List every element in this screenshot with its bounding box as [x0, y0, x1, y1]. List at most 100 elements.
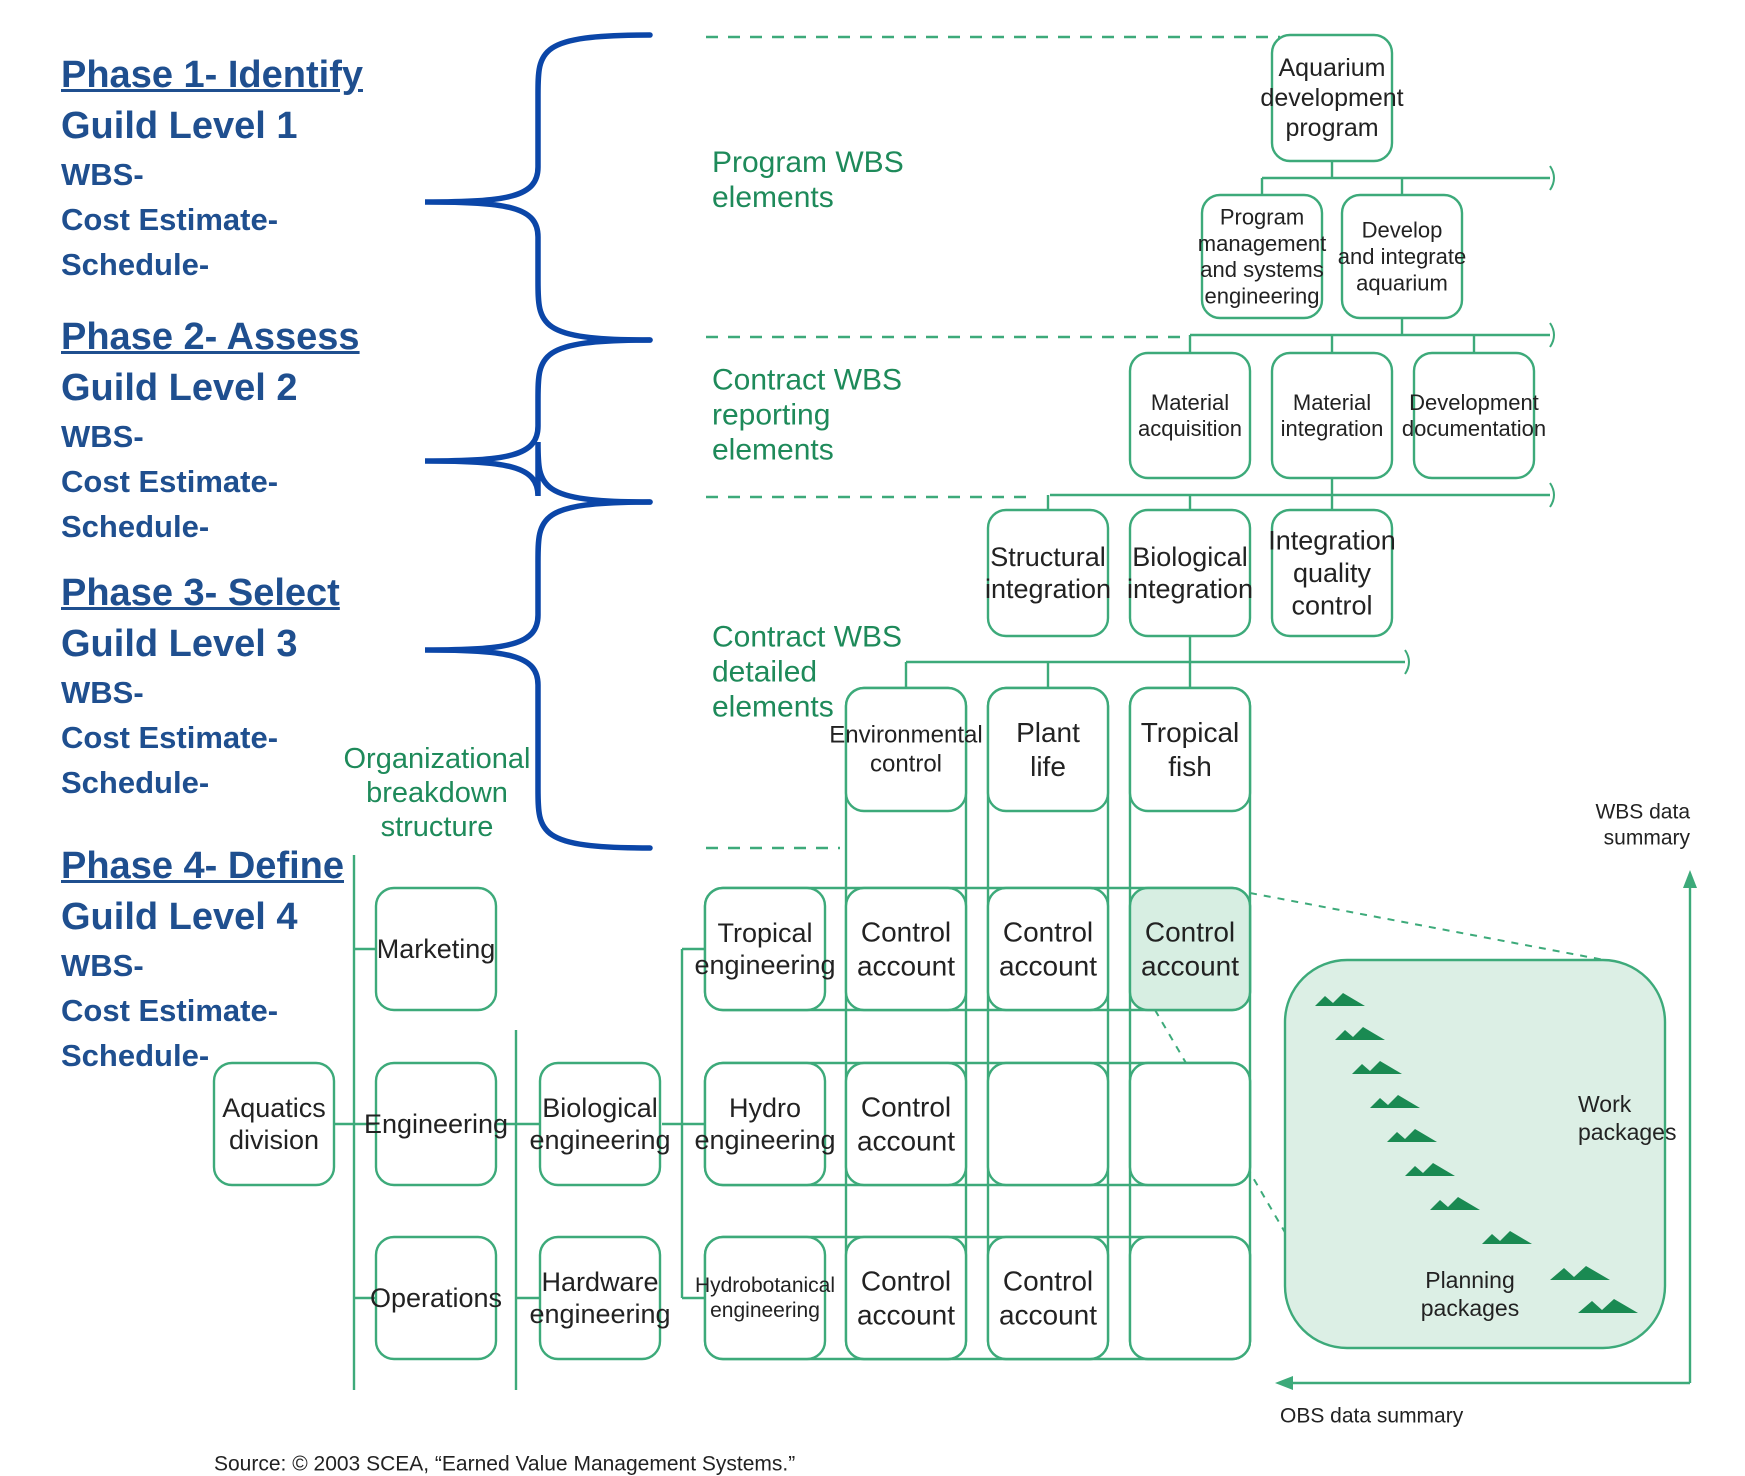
control-account-cell: [986, 1235, 1110, 1361]
obs-label-line: Organizational: [344, 743, 531, 775]
control-account-cell: [986, 1061, 1110, 1187]
phase-2-brace: [424, 337, 653, 505]
obs-summary-arrowhead: [1275, 1376, 1293, 1390]
work-packages-label-line: packages: [1578, 1119, 1676, 1145]
obs-level3-box: [703, 1235, 827, 1361]
source-citation-line: Source: © 2003 SCEA, “Earned Value Manag…: [214, 1453, 795, 1476]
obs-level3-box: [703, 886, 827, 1012]
obs-level1-box-label-line: Marketing: [377, 934, 496, 964]
contract-reporting-label-line: Contract WBS: [712, 364, 902, 397]
wbs-level4-box: [844, 686, 968, 813]
work-package-mark: [1387, 1129, 1437, 1142]
source-citation: Source: © 2003 SCEA, “Earned Value Manag…: [214, 1453, 795, 1476]
control-account-cell-label-line: account: [857, 950, 955, 981]
obs-level1-box-label-line: Engineering: [364, 1109, 508, 1139]
phase-2-schedule: Schedule-: [61, 509, 210, 544]
phase-2-wbs: WBS-: [61, 419, 144, 454]
work-packages-label-line: Work: [1578, 1091, 1632, 1117]
control-account-cell-label-line: account: [857, 1125, 955, 1156]
phase-4-block: Phase 4- Define Guild Level 4 WBS- Cost …: [61, 841, 344, 1078]
work-package-mark: [1352, 1061, 1402, 1074]
obs-level3-box-label-line: engineering: [710, 1299, 820, 1322]
obs-level2-box-label-line: engineering: [529, 1299, 670, 1329]
obs-label-line: structure: [381, 811, 494, 843]
zoom-line-top: [1249, 892, 1616, 963]
control-account-cell: [844, 1235, 968, 1361]
break-mark: [1404, 649, 1410, 675]
obs-level1-box: [374, 886, 498, 1012]
wbs-level1-box-label-line: and integrate: [1338, 244, 1466, 269]
obs-level1-box: [374, 1235, 498, 1361]
wbs-level4-box: [986, 686, 1110, 813]
wbs-level3-box-label-line: Integration: [1268, 526, 1396, 556]
wbs-level4-box-label-line: life: [1030, 751, 1066, 782]
wbs-level1-box-label-line: engineering: [1205, 284, 1320, 309]
wbs-level3-box-label-line: quality: [1293, 558, 1372, 588]
wbs-level1-box-label-line: Program: [1220, 204, 1304, 229]
contract-reporting-label-line: reporting: [712, 399, 830, 432]
phase-4-wbs: WBS-: [61, 948, 144, 983]
phase-3-guild: Guild Level 3: [61, 623, 298, 665]
obs-level3-box-label-line: engineering: [694, 950, 835, 980]
wbs-level4-box-label-line: fish: [1168, 751, 1212, 782]
phase-3-block: Phase 3- Select Guild Level 3 WBS- Cost …: [61, 568, 340, 805]
obs-root-box-label-line: Aquatics: [222, 1093, 326, 1123]
wbs-root-box: [1270, 33, 1394, 163]
program-wbs-label-line: Program WBS: [712, 146, 904, 179]
phase-3-wbs: WBS-: [61, 675, 144, 710]
phase-1-schedule: Schedule-: [61, 247, 210, 282]
wbs-level3-box-label-line: Biological: [1132, 542, 1248, 572]
wbs-root-box-label-line: Aquarium: [1279, 54, 1386, 82]
obs-level3-box-label-line: Hydro: [729, 1093, 801, 1123]
obs-root-box-label-line: division: [229, 1125, 319, 1155]
phase-3-brace: [424, 499, 653, 851]
control-account-highlight: [1128, 886, 1252, 1012]
phase-3-cost: Cost Estimate-: [61, 720, 279, 755]
wbs-level2-box: [1270, 351, 1394, 480]
wbs-level2-box-label-line: Development: [1409, 390, 1539, 415]
wbs-level1-box-label-line: Develop: [1362, 218, 1443, 243]
obs-level3-box-label-line: engineering: [694, 1125, 835, 1155]
wbs-level3-box-label-line: Structural: [990, 542, 1106, 572]
wbs-level4-box-label-line: Environmental: [829, 722, 982, 749]
obs-level3-box: [703, 1061, 827, 1187]
control-account-cell: [844, 1061, 968, 1187]
planning-packages-label-line: Planning: [1425, 1267, 1515, 1293]
phase-2-title[interactable]: Phase 2- Assess: [61, 316, 360, 358]
control-account-cell-label-line: Control: [1003, 917, 1093, 948]
phase-3-title[interactable]: Phase 3- Select: [61, 572, 340, 614]
phase-4-guild: Guild Level 4: [61, 896, 298, 938]
control-account-cell-label-line: account: [999, 950, 1097, 981]
wbs-level2-box: [1412, 351, 1536, 480]
wbs-level1-box-label-line: management: [1198, 231, 1326, 256]
obs-level1-box: [374, 1061, 498, 1187]
phase-4-schedule: Schedule-: [61, 1038, 210, 1073]
phase-1-cost: Cost Estimate-: [61, 202, 279, 237]
phase-1-brace: [424, 32, 653, 343]
obs-level1-box-label: Marketing: [377, 934, 496, 964]
control-account-cell-label-line: Control: [1003, 1266, 1093, 1297]
wbs-level4-box: [1128, 686, 1252, 813]
wbs-root-box-label-line: program: [1285, 114, 1378, 142]
wbs-level4-box-label-line: Tropical: [1141, 717, 1240, 748]
phase-1-title[interactable]: Phase 1- Identify: [61, 54, 363, 96]
wbs-summary-label-line: summary: [1604, 827, 1691, 850]
wbs-level4-box-label-line: control: [870, 750, 942, 777]
phase-4-title[interactable]: Phase 4- Define: [61, 845, 344, 887]
